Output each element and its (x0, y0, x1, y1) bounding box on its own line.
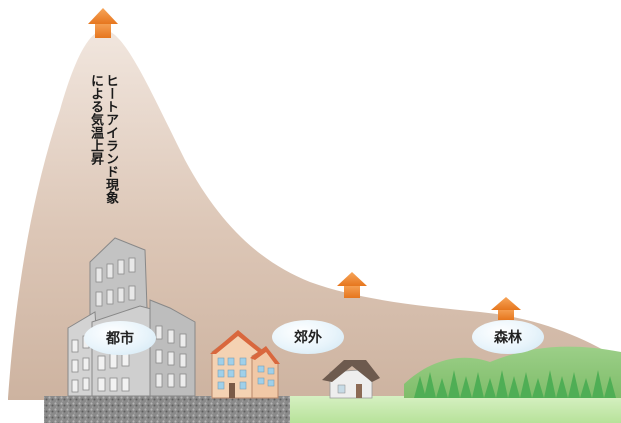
forest-hills (404, 346, 621, 398)
city-ground (44, 396, 290, 423)
suburb-temperature-arrow (337, 272, 367, 298)
green-ground (288, 396, 621, 423)
forest-label: 森林 (472, 320, 544, 354)
heat-island-label: ヒートアイランド現象 による気温上昇 (88, 74, 118, 224)
forest-trees (414, 370, 616, 398)
suburb-label-text: 郊外 (294, 330, 322, 346)
city-label-text: 都市 (106, 331, 134, 347)
suburban-house (322, 360, 380, 399)
suburb-label: 郊外 (272, 320, 344, 354)
forest-temperature-arrow (491, 297, 521, 320)
city-buildings (67, 237, 196, 397)
heat-island-label-line-2: による気温上昇 (88, 74, 103, 165)
city-temperature-arrow (88, 8, 118, 38)
heat-island-label-line-1: ヒートアイランド現象 (103, 74, 118, 204)
apartment-building (210, 330, 280, 399)
forest-label-text: 森林 (494, 330, 522, 346)
city-label: 都市 (84, 321, 156, 355)
